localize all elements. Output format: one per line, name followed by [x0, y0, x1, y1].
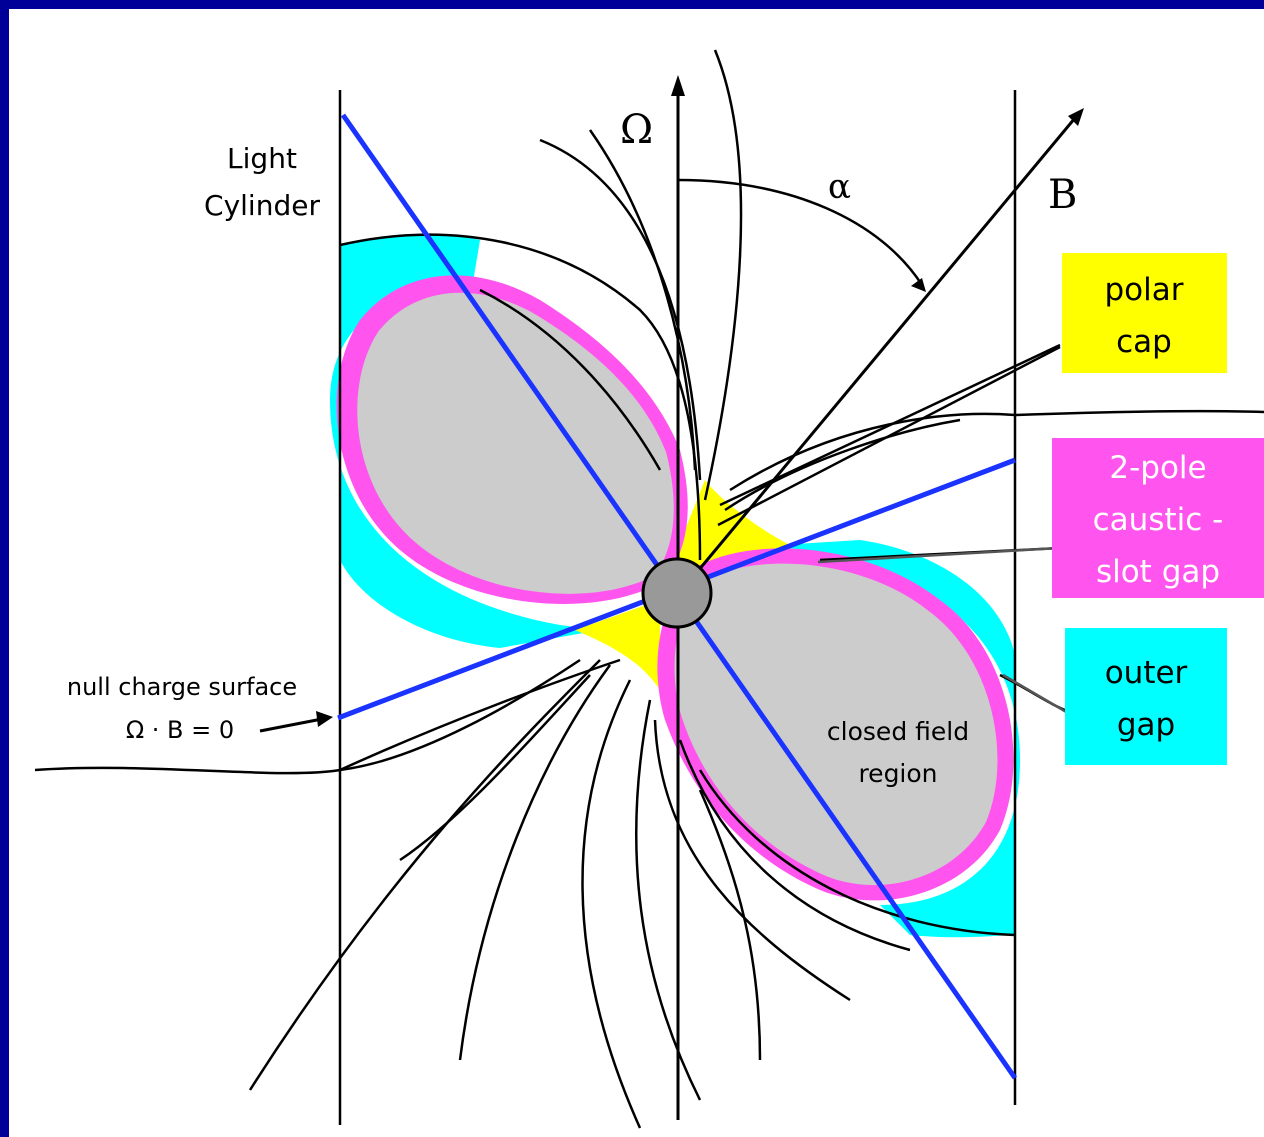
outer-gap-box-line1: outer: [1105, 655, 1188, 691]
outer-gap-pointer: [1002, 673, 1069, 715]
alpha-label: α: [828, 167, 851, 207]
null-charge-label-line2: Ω · B = 0: [126, 716, 234, 744]
magnetic-moment-arrow: [1068, 108, 1084, 126]
light-cylinder-label-line2: Cylinder: [204, 189, 320, 222]
b-field-label: B: [1048, 172, 1077, 218]
polar-cap-box-line1: polar: [1105, 272, 1184, 308]
pulsar-magnetosphere-diagram: Ω α B Light Cylinder null charge surface…: [34, 49, 1264, 1129]
magnetic-moment-axis: [676, 117, 1077, 596]
rotation-axis-arrow: [671, 75, 685, 96]
polar-cap-pointer: [717, 345, 1061, 527]
outer-gap-region-lower: [780, 540, 1020, 938]
null-charge-pointer: [259, 717, 323, 733]
alpha-arc-arrow: [911, 278, 926, 292]
slot-gap-box-line2: caustic -: [1093, 502, 1224, 538]
closed-field-label-line1: closed field: [827, 717, 969, 746]
closed-region-lobe-lower: [674, 563, 998, 886]
light-cylinder-label-line1: Light: [227, 142, 297, 175]
outer-gap-box: outer gap: [1065, 628, 1227, 765]
outer-gap-region-upper: [330, 233, 600, 648]
neutron-star: [641, 557, 713, 629]
null-charge-pointer-arrow: [316, 711, 333, 727]
polar-cap-region: [575, 480, 790, 690]
polar-cap-box-line2: cap: [1116, 324, 1172, 360]
slot-gap-box-line3: slot gap: [1096, 554, 1220, 590]
null-charge-label-line1: null charge surface: [67, 673, 297, 701]
outer-gap-box-line2: gap: [1117, 707, 1175, 743]
polar-cap-box: polar cap: [1062, 253, 1227, 373]
alpha-arc: [677, 178, 924, 286]
slot-gap-pointer: [817, 546, 1061, 564]
closed-field-label-line2: region: [858, 759, 937, 788]
omega-label: Ω: [620, 107, 653, 153]
diagram-frame: Ω α B Light Cylinder null charge surface…: [9, 9, 1264, 1137]
slot-gap-box-line1: 2-pole: [1109, 450, 1206, 486]
slot-gap-box: 2-pole caustic - slot gap: [1052, 438, 1264, 598]
field-lines: [34, 49, 1264, 1129]
closed-region-lobe-upper: [357, 292, 674, 594]
